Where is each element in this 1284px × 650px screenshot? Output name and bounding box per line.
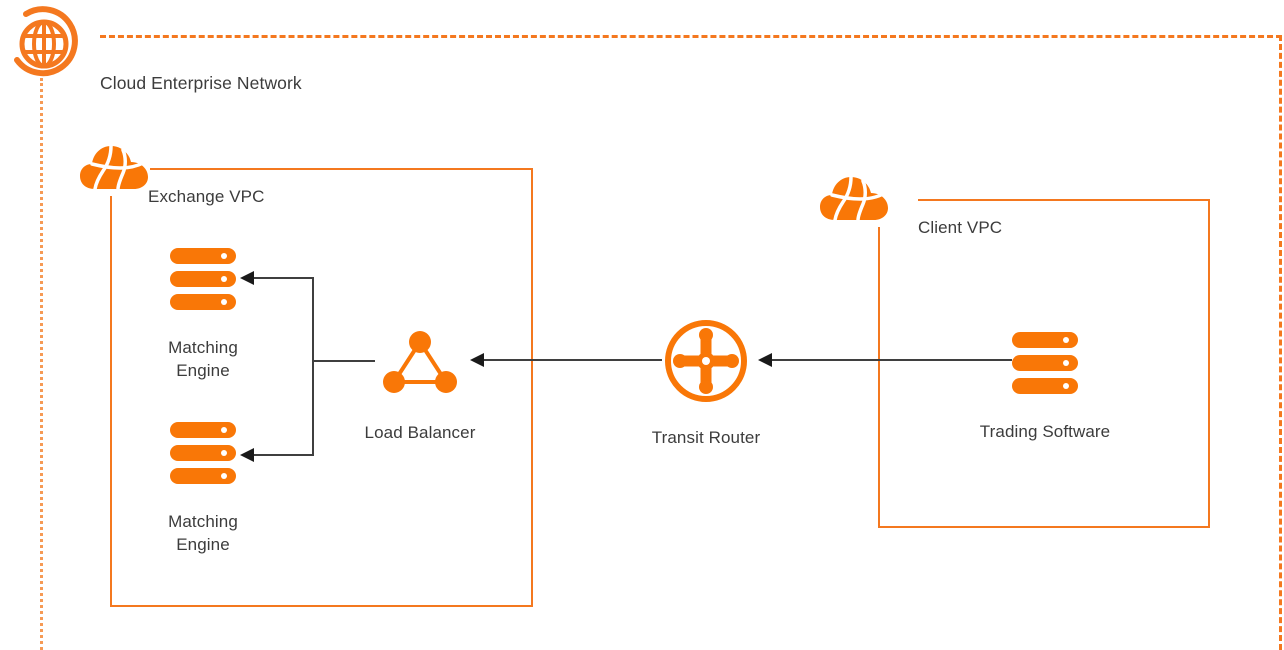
transit-router-label: Transit Router — [651, 428, 761, 447]
conn-lb-to-me1 — [254, 277, 314, 279]
cen-boundary-right — [1279, 35, 1282, 650]
matching-engine-1-label-line1: Matching — [168, 338, 238, 357]
trading-software-label: Trading Software — [979, 422, 1111, 441]
trading-software-icon — [1012, 332, 1078, 394]
matching-engine-1-icon — [170, 248, 236, 310]
conn-lb-to-me2 — [254, 454, 314, 456]
transit-router-icon — [665, 320, 747, 402]
exchange-vpc-box — [110, 168, 533, 607]
matching-engine-2-icon — [170, 422, 236, 484]
matching-engine-2-label-line1: Matching — [168, 512, 238, 531]
conn-trading-to-router — [772, 359, 1012, 361]
conn-lb-branch-trunk — [312, 278, 314, 456]
conn-lb-to-me2-arrowhead — [240, 448, 254, 462]
conn-trading-to-router-arrowhead — [758, 353, 772, 367]
exchange-vpc-label: Exchange VPC — [148, 187, 265, 206]
load-balancer-icon — [383, 331, 457, 393]
cloud-icon — [820, 175, 890, 222]
conn-router-to-lb-arrowhead — [470, 353, 484, 367]
cen-boundary-left — [40, 78, 43, 650]
load-balancer-label: Load Balancer — [364, 423, 476, 442]
globe-icon — [14, 6, 78, 77]
client-vpc-box — [878, 199, 1210, 528]
matching-engine-1-label-line2: Engine — [176, 360, 230, 380]
conn-lb-to-me1-arrowhead — [240, 271, 254, 285]
conn-lb-trunk-stub — [313, 360, 375, 362]
conn-router-to-lb — [484, 359, 662, 361]
cloud-icon — [80, 144, 150, 191]
cen-boundary-top — [100, 35, 1282, 38]
matching-engine-2-label-line2: Engine — [176, 534, 230, 554]
page-title: Cloud Enterprise Network — [100, 73, 302, 93]
client-vpc-label: Client VPC — [918, 218, 1003, 237]
